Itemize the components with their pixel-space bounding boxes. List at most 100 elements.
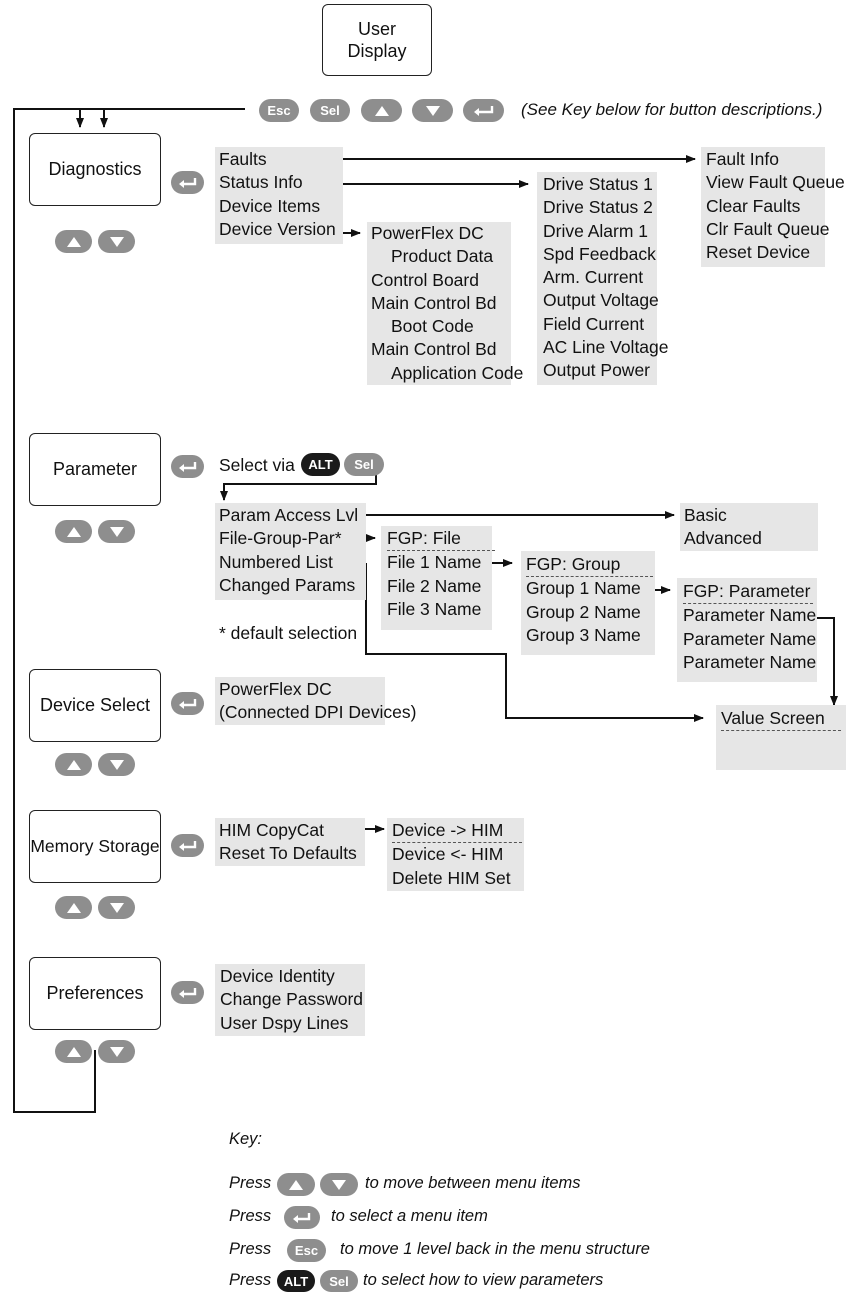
alt-button[interactable]: ALT [301,453,340,476]
device-select-enter-button[interactable] [171,692,204,715]
preferences-enter-button[interactable] [171,981,204,1004]
file-item[interactable]: File 2 Name [387,575,482,596]
memory-item-him-copycat[interactable]: HIM CopyCat [219,820,325,840]
diagnostics-menu[interactable]: Diagnostics [29,133,161,206]
copycat-item[interactable]: Device <- HIM [392,844,504,865]
key-down-button [320,1173,358,1196]
memory-storage-up-button[interactable] [55,896,92,919]
status-item[interactable]: Drive Status 1 [543,174,653,194]
down-arrow-button[interactable] [412,99,453,122]
version-item[interactable]: Product Data [391,246,494,267]
version-item[interactable]: PowerFlex DC [371,223,484,243]
up-arrow-icon [374,105,389,116]
preferences-up-button[interactable] [55,1040,92,1063]
memory-storage-items: HIM CopyCat Reset To Defaults [219,819,357,866]
memory-item-reset-defaults[interactable]: Reset To Defaults [219,843,357,864]
parameter-menu[interactable]: Parameter [29,433,161,506]
parameter-enter-button[interactable] [171,455,204,478]
access-item[interactable]: Advanced [684,528,762,549]
key-select-text: to select a menu item [331,1207,488,1225]
status-item[interactable]: Drive Alarm 1 [543,220,649,241]
diag-item-status-info[interactable]: Status Info [219,172,303,193]
fgp-file-panel [381,526,492,630]
fault-item[interactable]: Clr Fault Queue [706,218,830,239]
memory-storage-down-button[interactable] [98,896,135,919]
up-arrow-button[interactable] [361,99,402,122]
device-select-item[interactable]: PowerFlex DC [219,679,332,699]
fgp-group-list: FGP: Group Group 1 Name Group 2 Name Gro… [526,553,653,647]
up-arrow-icon [66,236,81,247]
file-item[interactable]: File 1 Name [387,552,482,573]
status-item[interactable]: Spd Feedback [543,243,656,264]
device-select-menu[interactable]: Device Select [29,669,161,742]
fault-item[interactable]: Fault Info [706,149,779,169]
parameter-name-item[interactable]: Parameter Name [683,651,817,672]
alt-label: ALT [308,457,333,472]
param-item-numbered-list[interactable]: Numbered List [219,551,333,572]
param-item-access-lvl[interactable]: Param Access Lvl [219,505,359,525]
fault-items: Fault Info View Fault Queue Clear Faults… [706,148,845,264]
key-press-label: Press [229,1240,272,1258]
device-select-up-button[interactable] [55,753,92,776]
group-item[interactable]: Group 2 Name [526,601,641,622]
group-item[interactable]: Group 1 Name [526,578,641,599]
sel-button[interactable]: Sel [310,99,350,122]
version-item[interactable]: Main Control Bd [371,292,497,313]
device-select-item[interactable]: (Connected DPI Devices) [219,702,417,723]
status-item[interactable]: Arm. Current [543,267,644,288]
file-item[interactable]: File 3 Name [387,598,482,619]
down-arrow-icon [109,1046,124,1057]
device-select-down-button[interactable] [98,753,135,776]
fault-item[interactable]: Reset Device [706,242,811,263]
status-item[interactable]: Drive Status 2 [543,197,653,218]
parameter-up-button[interactable] [55,520,92,543]
preferences-menu[interactable]: Preferences [29,957,161,1030]
copycat-item[interactable]: Delete HIM Set [392,867,511,888]
user-display-box[interactable]: User Display [322,4,432,76]
status-item[interactable]: Output Voltage [543,290,659,311]
fault-item[interactable]: Clear Faults [706,195,801,216]
key-sel-button: Sel [320,1270,358,1292]
memory-storage-menu[interactable]: Memory Storage [29,810,161,883]
version-item[interactable]: Main Control Bd [371,339,497,360]
parameter-down-button[interactable] [98,520,135,543]
key-alt-label: ALT [283,1273,309,1289]
version-item[interactable]: Boot Code [391,316,474,337]
access-item[interactable]: Basic [684,505,727,525]
key-press-label: Press [229,1207,272,1225]
status-item[interactable]: Field Current [543,313,645,334]
parameter-name-item[interactable]: Parameter Name [683,628,817,649]
esc-label: Esc [267,103,291,118]
param-item-file-group-par[interactable]: File-Group-Par* [219,528,342,549]
group-item[interactable]: Group 3 Name [526,624,641,645]
preferences-item[interactable]: Change Password [220,989,363,1010]
param-name-arrow [814,617,838,706]
enter-icon [178,698,196,709]
parameter-name-item[interactable]: Parameter Name [683,605,817,626]
version-item[interactable]: Application Code [391,362,524,383]
preferences-down-button[interactable] [98,1040,135,1063]
esc-button[interactable]: Esc [259,99,299,122]
enter-button[interactable] [463,99,504,122]
key-esc-button: Esc [287,1239,326,1262]
diag-item-device-items[interactable]: Device Items [219,195,321,216]
diagnostics-enter-button[interactable] [171,171,204,194]
fgp-group-panel [521,551,655,655]
diag-item-faults[interactable]: Faults [219,149,267,169]
preferences-item[interactable]: Device Identity [220,966,335,986]
diagnostics-up-button[interactable] [55,230,92,253]
preferences-item[interactable]: User Dspy Lines [220,1012,349,1033]
sel-button[interactable]: Sel [344,453,384,476]
status-item[interactable]: AC Line Voltage [543,337,669,358]
memory-storage-enter-button[interactable] [171,834,204,857]
diagnostics-items-panel [215,147,343,244]
up-arrow-icon [66,1046,81,1057]
version-item[interactable]: Control Board [371,269,479,290]
param-item-changed-params[interactable]: Changed Params [219,574,356,595]
diag-item-device-version[interactable]: Device Version [219,218,336,239]
fault-item[interactable]: View Fault Queue [706,172,845,193]
diagnostics-down-button[interactable] [98,230,135,253]
status-item[interactable]: Output Power [543,360,650,381]
up-arrow-icon [66,759,81,770]
copycat-item[interactable]: Device -> HIM [392,819,522,844]
